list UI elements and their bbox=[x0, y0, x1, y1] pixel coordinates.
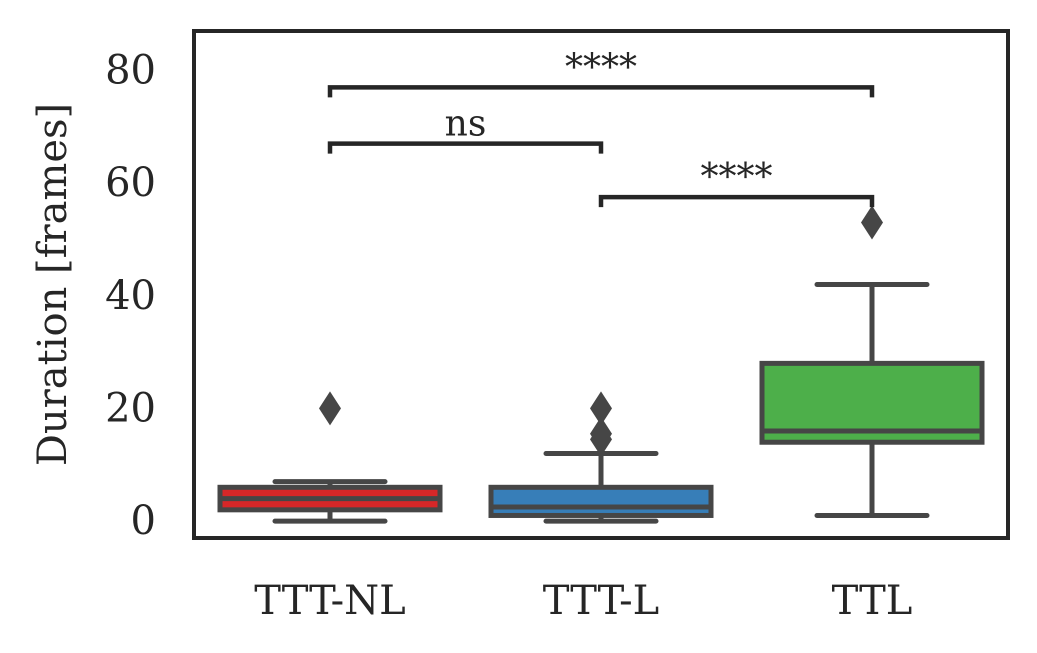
y-axis-label: Duration [frames] bbox=[30, 103, 76, 466]
significance-bracket bbox=[327, 85, 875, 98]
significance-annotation: ns bbox=[327, 104, 604, 154]
outlier-point bbox=[319, 391, 341, 426]
y-tick-label: 0 bbox=[131, 498, 156, 544]
significance-annotation: **** bbox=[327, 47, 875, 98]
y-tick-label: 80 bbox=[105, 47, 156, 93]
significance-bracket bbox=[327, 141, 604, 154]
box-group-ttt bbox=[759, 205, 985, 518]
box-iqr bbox=[488, 484, 714, 518]
x-tick-label: TTT-NL bbox=[254, 578, 405, 624]
significance-label: **** bbox=[701, 157, 773, 198]
significance-label: ns bbox=[445, 104, 487, 145]
box-group-ttt-l bbox=[488, 391, 714, 524]
significance-bracket bbox=[598, 194, 875, 208]
y-tick-label: 20 bbox=[105, 385, 156, 431]
x-tick-label: TTL bbox=[832, 578, 913, 624]
outlier-point bbox=[861, 205, 883, 240]
significance-label: **** bbox=[565, 47, 637, 88]
x-tick-label: TTT-L bbox=[543, 578, 659, 624]
plot-marks: **** ns **** bbox=[217, 47, 985, 524]
significance-annotation: **** bbox=[598, 157, 875, 208]
y-tick-label: 40 bbox=[105, 273, 156, 319]
outlier-point bbox=[590, 416, 612, 451]
box-group-ttt-nl bbox=[217, 391, 443, 524]
y-tick-label: 60 bbox=[105, 160, 156, 206]
outlier-point bbox=[590, 391, 612, 426]
plot-frame bbox=[192, 29, 1010, 540]
